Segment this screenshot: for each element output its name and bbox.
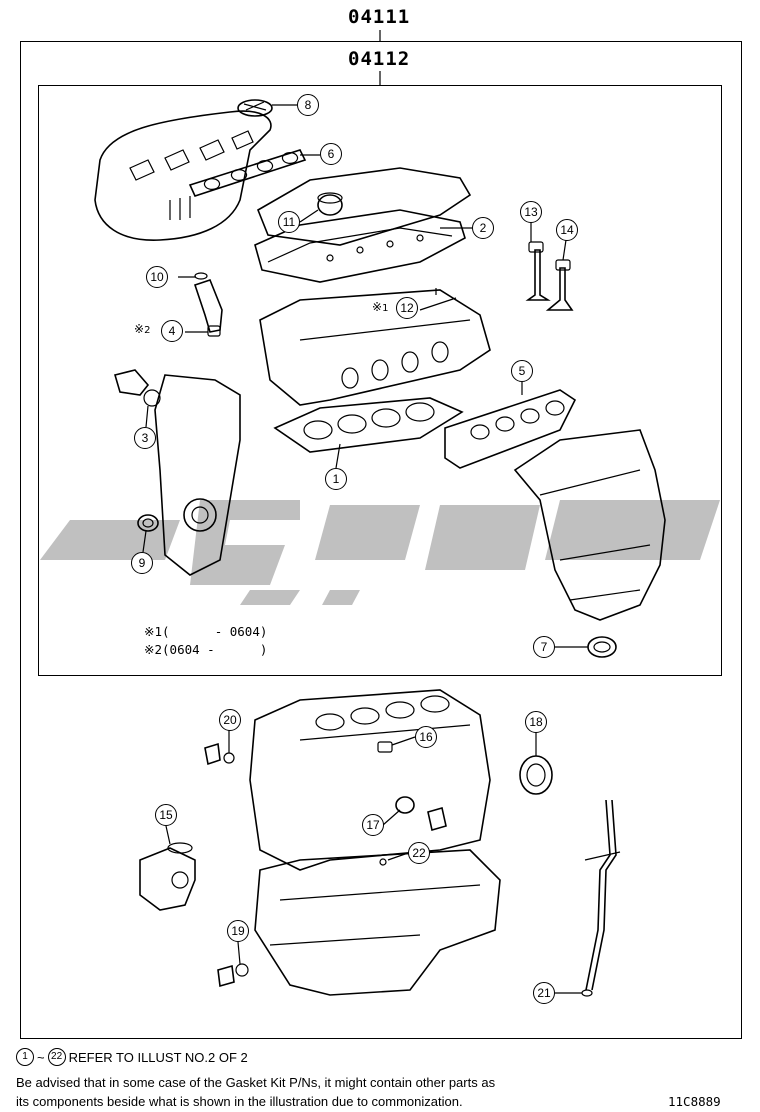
callout-13[interactable]: 13	[520, 201, 542, 223]
callout-9[interactable]: 9	[131, 552, 153, 574]
callout-5[interactable]: 5	[511, 360, 533, 382]
callout-20[interactable]: 20	[219, 709, 241, 731]
refer-from-callout: 1	[16, 1048, 34, 1066]
callout-7[interactable]: 7	[533, 636, 555, 658]
callout-8[interactable]: 8	[297, 94, 319, 116]
callout-10[interactable]: 10	[146, 266, 168, 288]
refer-note: 1 ~ 22 REFER TO ILLUST NO.2 OF 2	[16, 1048, 248, 1066]
refer-separator: ~	[37, 1049, 45, 1065]
refer-to-callout: 22	[47, 1048, 66, 1066]
callout-18[interactable]: 18	[525, 711, 547, 733]
callout-22[interactable]: 22	[408, 842, 430, 864]
inner-kit-frame	[38, 85, 722, 676]
callout-1[interactable]: 1	[325, 468, 347, 490]
note-mark-1: ※1	[372, 300, 389, 314]
refer-text: REFER TO ILLUST NO.2 OF 2	[68, 1049, 248, 1065]
callout-3[interactable]: 3	[134, 427, 156, 449]
callout-2[interactable]: 2	[472, 217, 494, 239]
callout-19[interactable]: 19	[227, 920, 249, 942]
callout-4[interactable]: 4	[161, 320, 183, 342]
watermark-logo	[40, 500, 720, 605]
callout-12[interactable]: 12	[396, 297, 418, 319]
illustration-id: 11C8889	[668, 1094, 721, 1109]
outer-kit-frame	[20, 41, 742, 1039]
note-mark-2: ※2	[134, 322, 151, 336]
callout-14[interactable]: 14	[556, 219, 578, 241]
callout-17[interactable]: 17	[362, 814, 384, 836]
callout-16[interactable]: 16	[415, 726, 437, 748]
note-2: ※2(0604 - )	[144, 642, 268, 657]
callout-6[interactable]: 6	[320, 143, 342, 165]
advisory-line-1: Be advised that in some case of the Gask…	[16, 1075, 496, 1090]
callout-15[interactable]: 15	[155, 804, 177, 826]
outer-kit-part-number: 04111	[348, 6, 411, 28]
note-1: ※1( - 0604)	[144, 624, 268, 639]
callout-21[interactable]: 21	[533, 982, 555, 1004]
inner-kit-part-number: 04112	[348, 48, 411, 70]
advisory-line-2: its components beside what is shown in t…	[16, 1094, 463, 1109]
callout-11[interactable]: 11	[278, 211, 300, 233]
